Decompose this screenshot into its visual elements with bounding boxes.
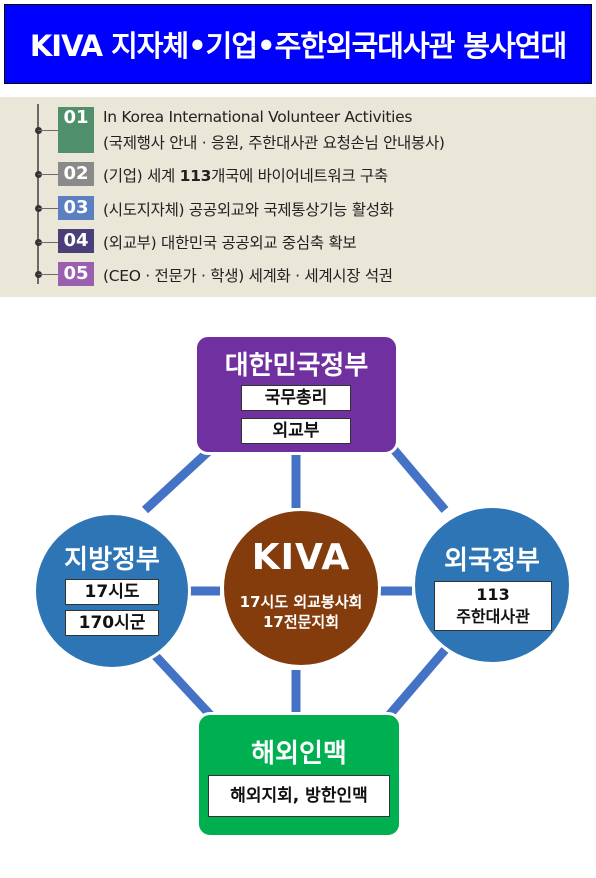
list-item-5: (CEO · 전문가 · 학생) 세계화 · 세계시장 석권: [103, 267, 393, 285]
number-badge-02: 02: [58, 162, 94, 186]
number-badge-05: 05: [58, 262, 94, 286]
list-item-2: (기업) 세계 113개국에 바이어네트워크 구축: [103, 167, 388, 185]
local-government-circle: 지방정부 17시도 170시군: [33, 512, 191, 670]
timeline-connector: [38, 208, 58, 209]
local-government-title: 지방정부: [64, 545, 160, 575]
overseas-network-box: 해외인맥 해외지회, 방한인맥: [196, 712, 402, 838]
timeline-connector: [38, 130, 58, 131]
overseas-network-title: 해외인맥: [251, 739, 347, 769]
timeline-connector: [38, 174, 58, 175]
page-title: KIVA 지자체•기업•주한외국대사관 봉사연대: [29, 29, 567, 63]
overseas-network-label: 해외지회, 방한인맥: [208, 775, 390, 817]
foreign-ministry-label: 외교부: [241, 418, 351, 444]
number-badge-03: 03: [58, 196, 94, 220]
government-box: 대한민국정부 국무총리 외교부: [194, 334, 399, 455]
list-item-4: (외교부) 대한민국 공공외교 중심축 확보: [103, 234, 357, 252]
government-title: 대한민국정부: [224, 351, 369, 381]
connector-right-bottom: [381, 647, 449, 723]
provinces-label: 17시도: [65, 579, 159, 605]
info-panel: [0, 97, 596, 297]
kiva-line1: 17시도 외교봉사회: [239, 593, 363, 611]
kiva-title: KIVA: [251, 537, 351, 578]
foreign-government-title: 외국정부: [444, 546, 540, 576]
list-item-3: (시도지자체) 공공외교와 국제통상기능 활성화: [103, 201, 394, 219]
embassies-label: 113 주한대사관: [434, 581, 552, 631]
connector-left-bottom: [146, 646, 219, 724]
connector-top-left: [141, 446, 214, 514]
embassies-count: 113: [476, 585, 510, 604]
timeline-line: [37, 104, 39, 284]
kiva-line2: 17전문지회: [262, 613, 340, 631]
number-badge-01: 01: [58, 107, 94, 153]
number-badge-04: 04: [58, 229, 94, 253]
timeline-connector: [38, 242, 58, 243]
title-bar: KIVA 지자체•기업•주한외국대사관 봉사연대: [4, 4, 592, 84]
kiva-circle: KIVA 17시도 외교봉사회 17전문지회: [221, 508, 381, 668]
connector-top-right: [386, 442, 449, 513]
embassies-text: 주한대사관: [456, 607, 530, 626]
cities-label: 170시군: [65, 610, 159, 636]
timeline-connector: [38, 274, 58, 275]
list-item-1-line2: (국제행사 안내 · 응원, 주한대사관 요청손님 안내봉사): [103, 134, 445, 152]
foreign-government-circle: 외국정부 113 주한대사관: [412, 505, 572, 665]
prime-minister-label: 국무총리: [241, 385, 351, 411]
list-item-1-line1: In Korea International Volunteer Activit…: [103, 108, 413, 126]
